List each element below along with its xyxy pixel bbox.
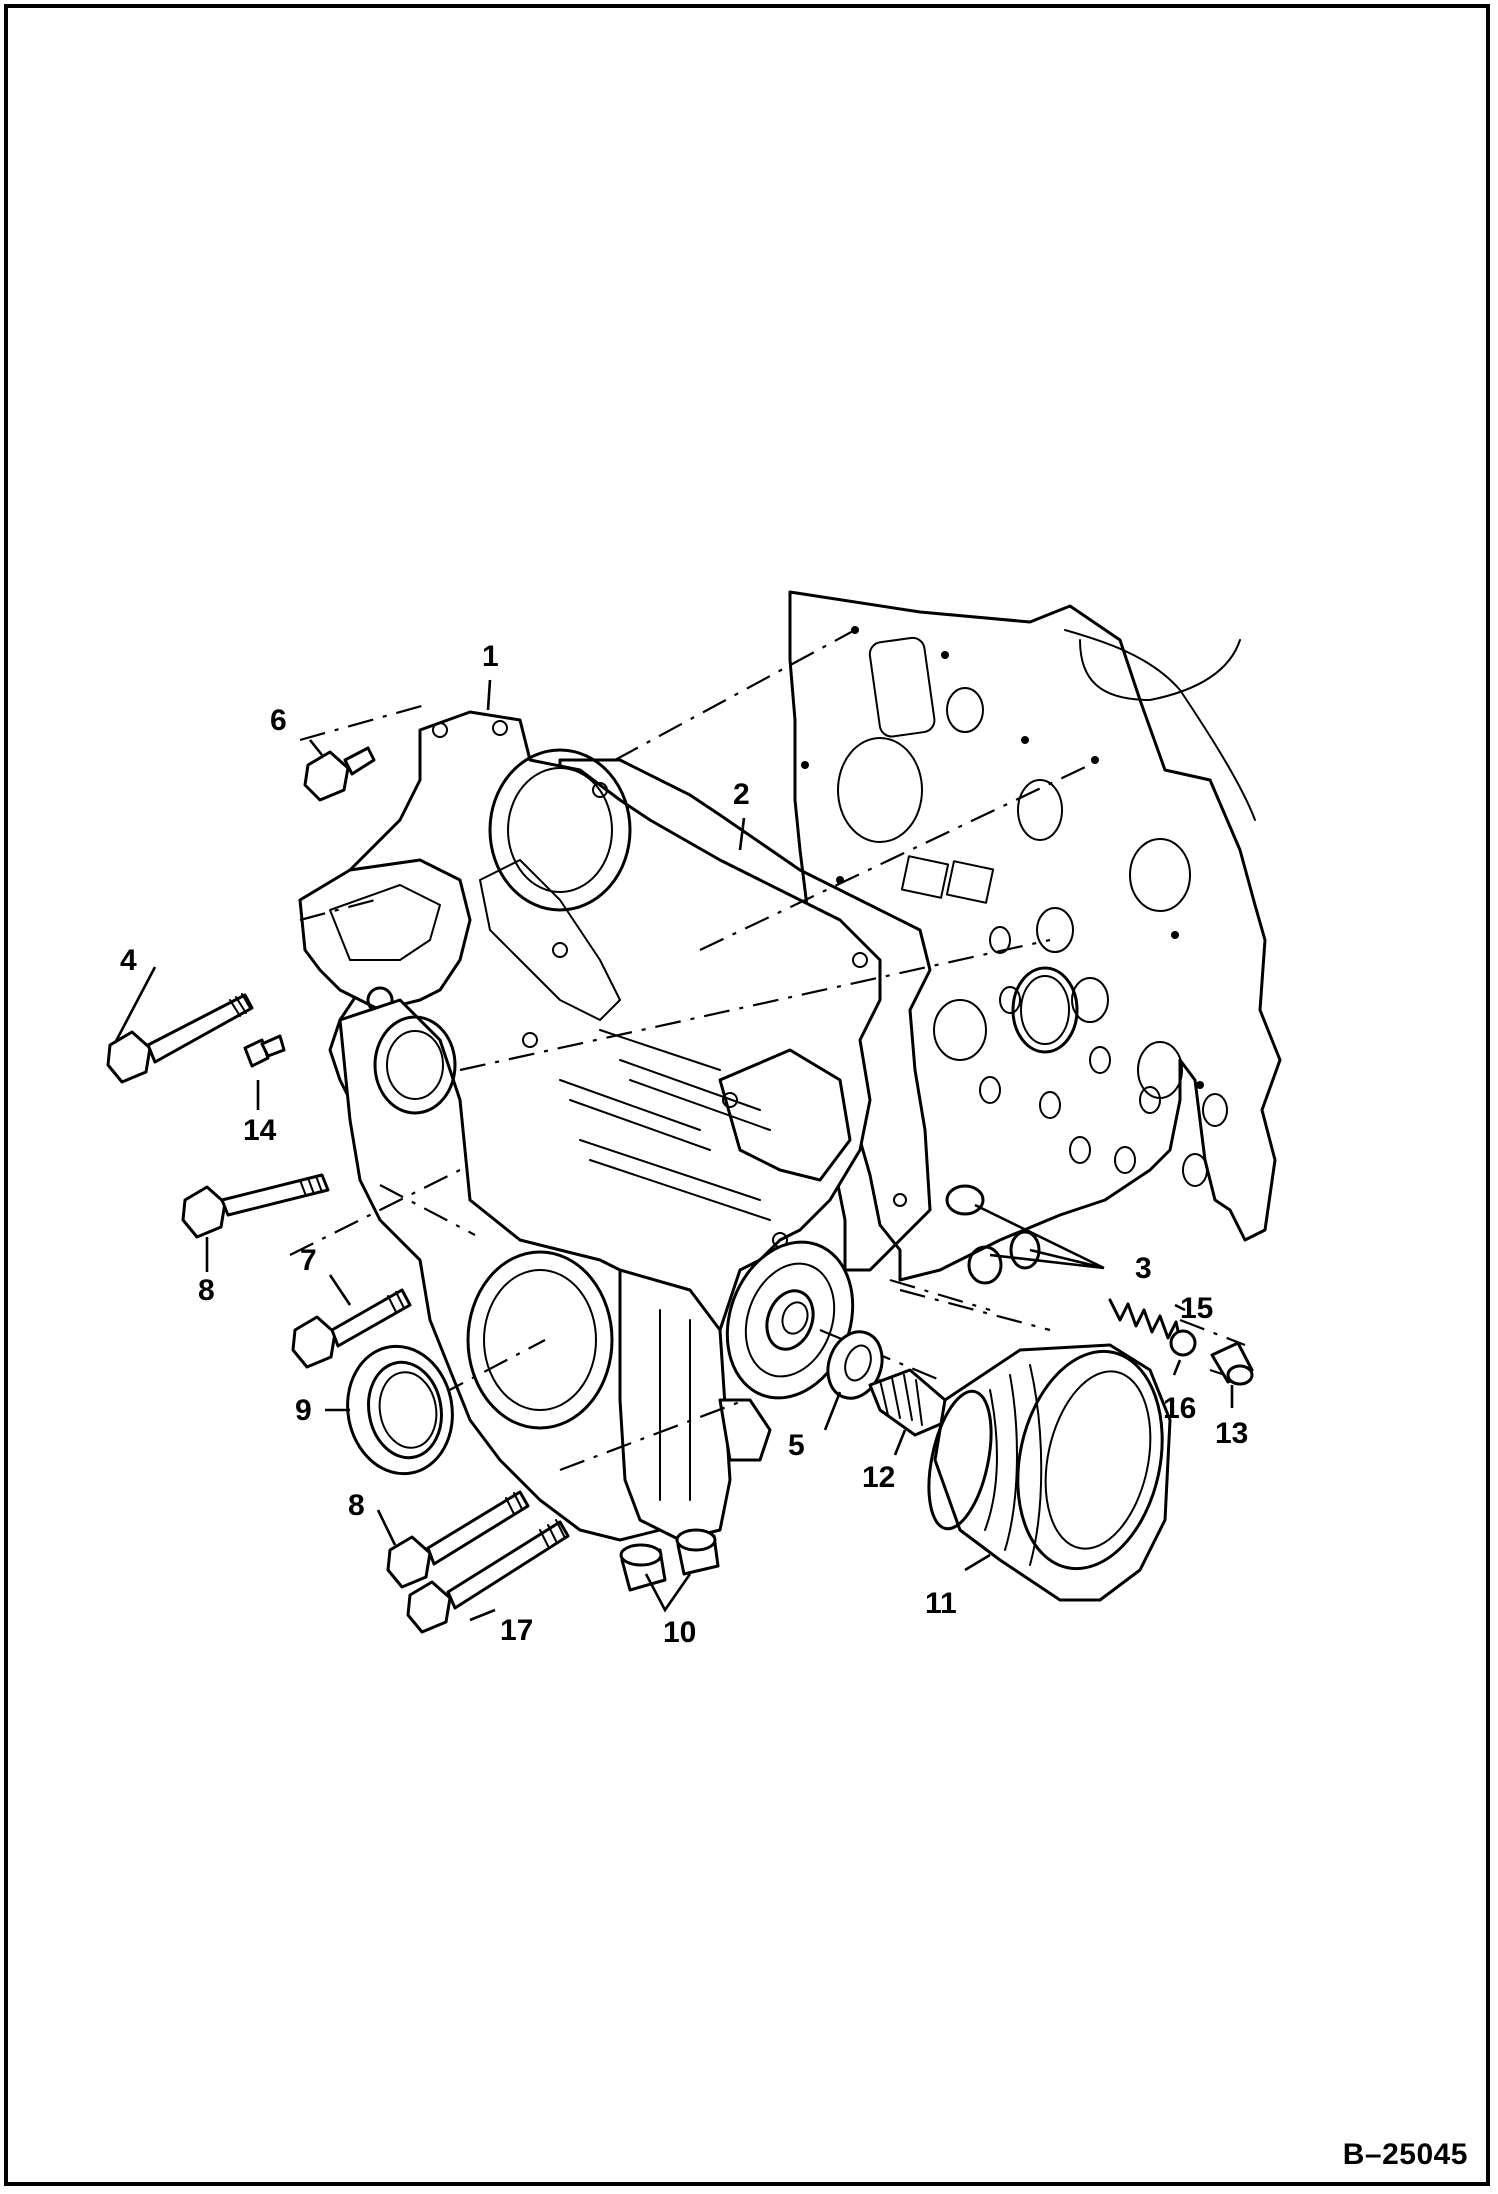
callout-9: 9 <box>295 1394 312 1427</box>
engine-block <box>788 590 1282 1282</box>
callout-8-upper: 8 <box>198 1274 215 1307</box>
part-7-bolt <box>291 1288 412 1369</box>
part-8a-bolt <box>181 1173 330 1239</box>
filter-mount-flange <box>725 1240 855 1400</box>
callout-13: 13 <box>1215 1417 1248 1450</box>
callout-1: 1 <box>482 640 499 673</box>
callout-6: 6 <box>270 704 287 737</box>
lower-case <box>338 998 772 1542</box>
thermostat-housing <box>298 858 472 1014</box>
part-5-washer <box>826 1330 884 1400</box>
part-13-plug <box>1210 1341 1254 1386</box>
callout-8-lower: 8 <box>348 1489 365 1522</box>
callout-2: 2 <box>733 778 750 811</box>
callout-14: 14 <box>243 1114 277 1147</box>
part-16-ball <box>1169 1329 1197 1357</box>
callout-12: 12 <box>862 1461 895 1494</box>
part-14-plug <box>243 1034 286 1068</box>
part-12-nipple <box>868 1368 952 1437</box>
part-15-spring <box>1108 1298 1182 1342</box>
part-4-bolt <box>106 993 254 1084</box>
part-9-seal <box>346 1344 454 1476</box>
part-17-bolt <box>406 1519 570 1634</box>
callout-15: 15 <box>1180 1292 1213 1325</box>
callout-5: 5 <box>788 1429 805 1462</box>
part-3-orings <box>945 1184 1041 1285</box>
part-8b-bolt <box>386 1490 530 1589</box>
leader-lines <box>113 679 1234 1622</box>
part-6-bolt <box>303 746 376 802</box>
callout-10: 10 <box>663 1616 696 1649</box>
center-lines <box>289 629 1246 1472</box>
callout-17: 17 <box>500 1614 533 1647</box>
part-11-oil-filter <box>927 1343 1172 1602</box>
part-10-plugs <box>619 1528 720 1592</box>
callout-7: 7 <box>300 1244 317 1277</box>
callout-16: 16 <box>1163 1392 1196 1425</box>
callout-11: 11 <box>925 1587 957 1620</box>
callout-labels: 1 2 6 4 14 8 7 9 8 17 10 5 12 11 3 15 16… <box>120 640 1248 1649</box>
figure-id: B–25045 <box>1342 2138 1468 2171</box>
page-border <box>4 4 1490 2186</box>
callout-3: 3 <box>1135 1252 1152 1285</box>
callout-4: 4 <box>120 944 137 977</box>
